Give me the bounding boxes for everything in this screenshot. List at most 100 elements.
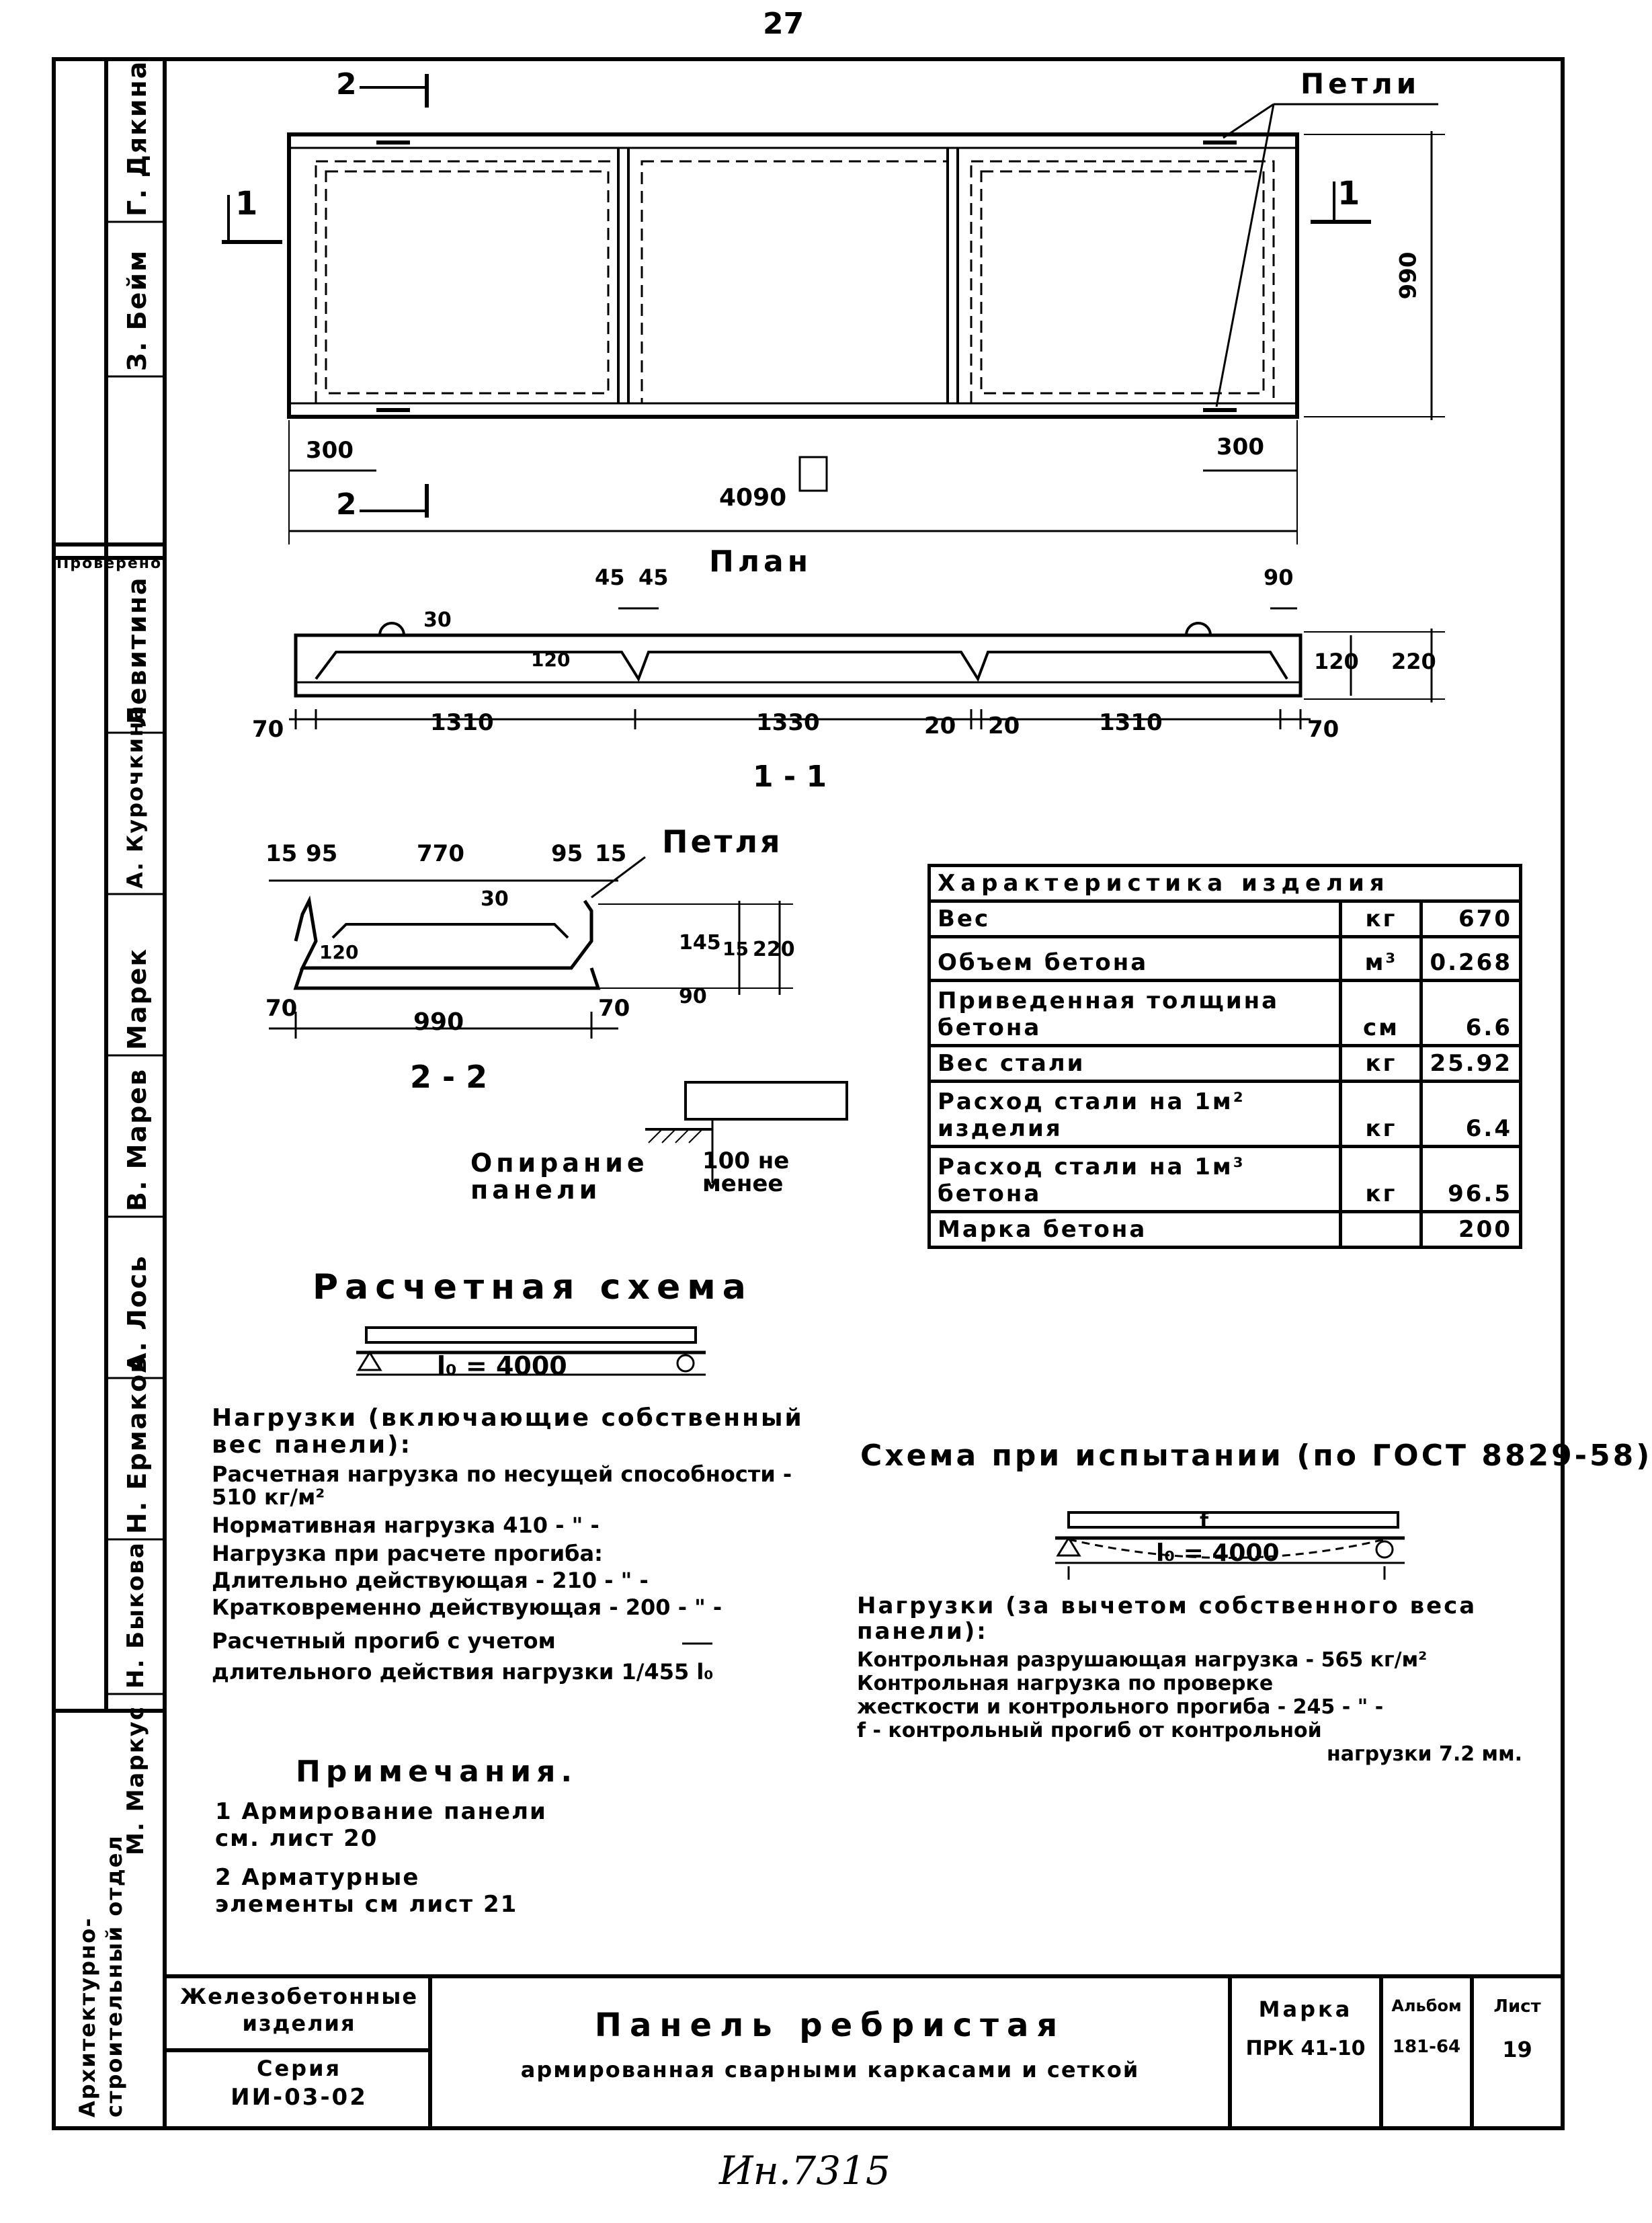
test-loads-block: Нагрузки (за вычетом собственного веса п… (857, 1593, 1536, 1766)
spec-name: Вес стали (927, 1044, 1343, 1083)
s2-dim-990: 990 (413, 1008, 464, 1036)
section-2-2-title: 2 - 2 (410, 1059, 488, 1095)
s2-loop-label: Петля (662, 823, 783, 860)
dim-45b: 45 (638, 565, 669, 590)
plan-title: План (709, 544, 813, 579)
dim-1310-b: 1310 (1099, 709, 1163, 736)
sheet-label: Лист (1493, 1996, 1541, 2017)
note-item: 2 Арматурные элементы см лист 21 (215, 1864, 518, 1918)
spec-value: 6.4 (1419, 1080, 1522, 1148)
loops-label: Петли (1300, 67, 1421, 100)
spec-unit: кг (1339, 899, 1423, 938)
s2-dim-70a: 70 (265, 995, 298, 1022)
section-2-mark-top: 2 (336, 67, 357, 102)
support-title: Опирание панели (470, 1148, 649, 1205)
loads-line: Нагрузка при расчете прогиба: (212, 1541, 603, 1566)
design-scheme-title: Расчетная схема (313, 1267, 753, 1307)
category-label: Железобетонные изделия (179, 1984, 419, 2036)
dim-70-right: 70 (1307, 716, 1339, 743)
loads-line: Кратковременно действующая - 200 - " - (212, 1594, 722, 1620)
signer-name: З. Бейм (122, 249, 152, 371)
s2-dim-95a: 95 (306, 840, 338, 867)
spec-value: 670 (1419, 899, 1522, 938)
test-loads-line: жесткости и контрольного прогиба - 245 -… (857, 1695, 1384, 1719)
loads-line: длительного действия нагрузки 1/455 l₀ (212, 1659, 714, 1685)
approved-label: Проверено (56, 555, 163, 572)
loads-block: Нагрузки (включающие собственный вес пан… (212, 1405, 830, 1685)
dim-90: 90 (1264, 565, 1294, 590)
table-row: Расход стали на 1м³ бетона кг 96.5 (927, 1145, 1522, 1213)
drawing-subtitle: армированная сварными каркасами и сеткой (520, 2057, 1140, 2083)
dim-1310-a: 1310 (430, 709, 494, 736)
l0-test: l₀ = 4000 (1156, 1539, 1280, 1567)
table-row: Марка бетона 200 (927, 1210, 1522, 1249)
test-loads-line: нагрузки 7.2 мм. (1327, 1742, 1522, 1766)
deflection-f: f (1200, 1509, 1209, 1533)
dim-20a: 20 (924, 713, 956, 739)
table-row: Вес стали кг 25.92 (927, 1044, 1522, 1083)
table-row: Расход стали на 1м² изделия кг 6.4 (927, 1080, 1522, 1148)
notes-block: Примечания. 1 Армирование панели см. лис… (215, 1754, 699, 1918)
loads-line: Расчетная нагрузка по несущей способност… (212, 1461, 792, 1510)
section-1-1-title: 1 - 1 (753, 760, 827, 794)
spec-unit: кг (1339, 1080, 1423, 1148)
spec-name: Расход стали на 1м² изделия (927, 1080, 1343, 1148)
dim-20b: 20 (988, 713, 1020, 739)
dim-120: 120 (1314, 649, 1359, 674)
s2-dim-120: 120 (319, 941, 359, 963)
loads-line: Расчетный прогиб с учетом (212, 1628, 556, 1654)
spec-unit: кг (1339, 1044, 1423, 1083)
s2-dim-30: 30 (481, 887, 509, 911)
series-label: Серия (256, 2056, 342, 2081)
spec-unit: кг (1339, 1145, 1423, 1213)
table-row: Вес кг 670 (927, 899, 1522, 938)
spec-unit: см (1339, 979, 1423, 1047)
dim-4090: 4090 (719, 484, 787, 512)
spec-table: Характеристика изделия Вес кг 670 Объем … (927, 864, 1522, 1249)
s2-dim-770: 770 (417, 840, 464, 867)
dim-300-left: 300 (306, 437, 354, 464)
signer-name: Н. Быкова (122, 1541, 149, 1689)
test-loads-heading: Нагрузки (за вычетом собственного веса п… (857, 1592, 1477, 1645)
s2-dim-70b: 70 (598, 995, 630, 1022)
spec-value: 200 (1419, 1210, 1522, 1249)
mark-value: ПРК 41-10 (1245, 2037, 1366, 2060)
l0-design: l₀ = 4000 (437, 1351, 567, 1381)
s2-dim-220: 220 (753, 938, 795, 961)
spec-value: 96.5 (1419, 1145, 1522, 1213)
spec-unit (1339, 1210, 1423, 1249)
table-row: Приведенная толщина бетона см 6.6 (927, 979, 1522, 1047)
signer-name: Марек (122, 947, 152, 1050)
s2-dim-15c: 15 (722, 938, 749, 960)
signer-name: А. Лось (122, 1254, 152, 1373)
note-item: 1 Армирование панели см. лист 20 (215, 1798, 547, 1852)
table-row: Объем бетона м³ 0.268 (927, 935, 1522, 982)
department-label: Архитектурно-строительный отдел (75, 1834, 127, 2117)
spec-unit: м³ (1339, 935, 1423, 982)
section-2-mark-bottom: 2 (336, 487, 357, 522)
dim-45a: 45 (595, 565, 625, 590)
s2-dim-15b: 15 (595, 840, 627, 867)
series-value: ИИ-03-02 (231, 2084, 368, 2111)
test-loads-line: f - контрольный прогиб от контрольной (857, 1719, 1322, 1742)
test-loads-line: Контрольная нагрузка по проверке (857, 1672, 1274, 1695)
signer-name: А. Курочкина (122, 704, 148, 889)
mark-label: Марка (1258, 1996, 1353, 2022)
s2-dim-15a: 15 (265, 840, 298, 867)
loads-line: Нормативная нагрузка 410 - " - (212, 1512, 600, 1538)
dim-30: 30 (423, 608, 452, 632)
notes-heading: Примечания. (296, 1754, 578, 1789)
loads-line: Длительно действующая - 210 - " - (212, 1568, 649, 1593)
signer-name: Н. Ермаков (122, 1355, 152, 1534)
dim-120-rib: 120 (531, 649, 571, 671)
support-dim: 100 не менее (702, 1147, 790, 1197)
s2-dim-145: 145 (679, 931, 721, 955)
loads-heading: Нагрузки (включающие собственный вес пан… (212, 1404, 804, 1459)
dim-1330: 1330 (756, 709, 820, 736)
s2-dim-90: 90 (679, 985, 707, 1008)
drawing-lines (52, 57, 1565, 2130)
section-1-mark-left: 1 (235, 185, 258, 223)
signer-name: Г. Дякина (122, 60, 152, 216)
spec-name: Расход стали на 1м³ бетона (927, 1145, 1343, 1213)
signer-name: В. Марев (122, 1067, 152, 1211)
